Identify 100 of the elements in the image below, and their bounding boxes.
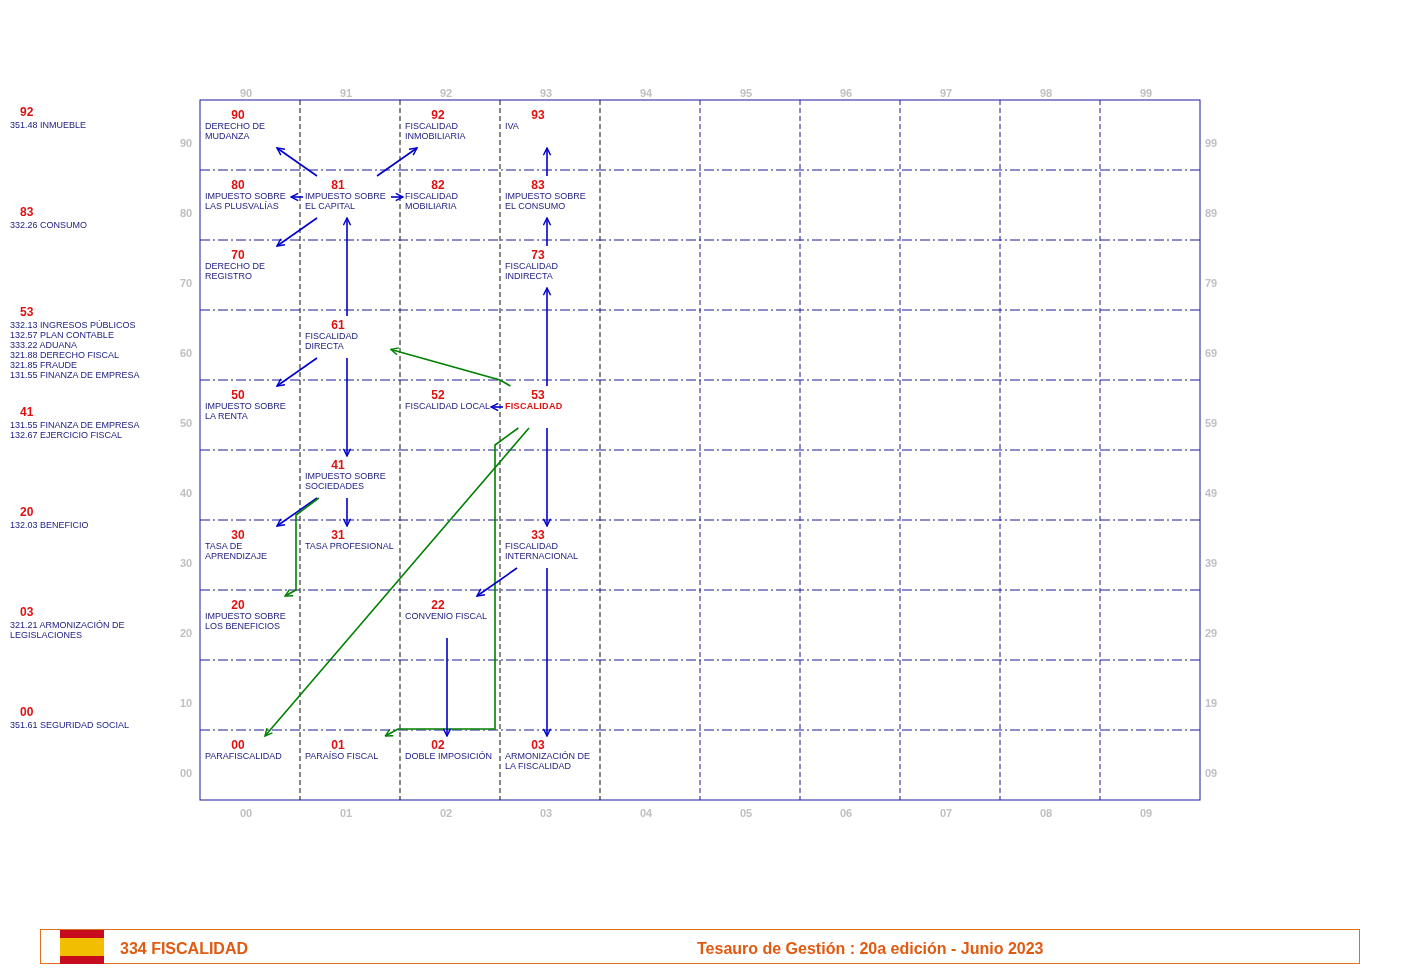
axis-number: 99 bbox=[1140, 87, 1153, 99]
axis-number: 09 bbox=[1205, 767, 1218, 779]
axis-number: 70 bbox=[180, 277, 193, 289]
term-number: 30 bbox=[230, 528, 246, 542]
arrow bbox=[476, 567, 518, 597]
axis-number: 89 bbox=[1205, 207, 1218, 219]
term-number: 53 bbox=[530, 388, 546, 402]
axis-number: 79 bbox=[1205, 277, 1218, 289]
arrow bbox=[276, 357, 318, 387]
axis-number: 30 bbox=[180, 557, 193, 569]
arrow bbox=[342, 217, 352, 317]
arrow bbox=[542, 217, 552, 247]
axis-number: 95 bbox=[740, 87, 753, 99]
axis-number: 01 bbox=[340, 807, 353, 819]
term-label: DERECHO DE REGISTRO bbox=[205, 261, 266, 281]
arrow bbox=[490, 402, 504, 412]
arrow bbox=[276, 217, 318, 247]
term-label: ARMONIZACIÓN DE LA FISCALIDAD bbox=[505, 751, 591, 771]
axis-number: 49 bbox=[1205, 487, 1218, 499]
term-label: CONVENIO FISCAL bbox=[405, 611, 488, 621]
axis-number: 59 bbox=[1205, 417, 1218, 429]
arrow bbox=[276, 497, 318, 527]
term-number: 03 bbox=[531, 738, 545, 752]
term-label: FISCALIDAD MOBILIARIA bbox=[405, 191, 459, 211]
axis-number: 39 bbox=[1205, 557, 1218, 569]
arrow bbox=[542, 147, 552, 177]
axis-number: 93 bbox=[540, 87, 553, 99]
axis-number: 02 bbox=[440, 807, 453, 819]
related-term: 333.22 ADUANA bbox=[10, 340, 79, 350]
axis-number: 03 bbox=[540, 807, 553, 819]
term-label: TASA DE APRENDIZAJE bbox=[205, 541, 268, 561]
axis-number: 07 bbox=[940, 807, 953, 819]
term-number: 01 bbox=[331, 738, 346, 752]
axis-number: 09 bbox=[1140, 807, 1153, 819]
term-label: IMPUESTO SOBRE EL CAPITAL bbox=[305, 191, 387, 211]
arrow bbox=[290, 192, 304, 202]
term-label: IMPUESTO SOBRE LA RENTA bbox=[205, 401, 287, 421]
arrow bbox=[542, 567, 552, 737]
arrow bbox=[542, 427, 552, 527]
axis-number: 96 bbox=[840, 87, 853, 99]
arrow bbox=[442, 637, 452, 737]
arrow bbox=[276, 147, 318, 177]
term-label: IVA bbox=[505, 121, 520, 131]
title: 334 FISCALIDAD bbox=[120, 940, 249, 958]
arrow bbox=[390, 192, 404, 202]
term-label: FISCALIDAD INMOBILIARIA bbox=[405, 121, 467, 141]
axis-number: 97 bbox=[940, 87, 953, 99]
term-number: 81 bbox=[330, 178, 346, 192]
axis-number: 99 bbox=[1205, 137, 1218, 149]
related-term: 132.03 BENEFICIO bbox=[10, 520, 90, 530]
axis-number: 19 bbox=[1205, 697, 1218, 709]
related-term: 351.61 SEGURIDAD SOCIAL bbox=[10, 720, 131, 730]
related-term: 132.57 PLAN CONTABLE bbox=[10, 330, 115, 340]
term-label: DOBLE IMPOSICIÓN bbox=[405, 751, 494, 761]
term-number: 22 bbox=[430, 598, 446, 612]
related-term: 321.88 DERECHO FISCAL bbox=[10, 350, 121, 360]
related-term: 131.55 FINANZA DE EMPRESA bbox=[10, 420, 141, 430]
term-label: DERECHO DE MUDANZA bbox=[205, 121, 266, 141]
term-label: PARAFISCALIDAD bbox=[205, 751, 283, 761]
term-label: FISCALIDAD INTERNACIONAL bbox=[505, 541, 579, 561]
related-term: 132.67 EJERCICIO FISCAL bbox=[10, 430, 124, 440]
term-label: IMPUESTO SOBRE SOCIEDADES bbox=[305, 471, 387, 491]
axis-number: 10 bbox=[180, 697, 193, 709]
term-number: 80 bbox=[230, 178, 246, 192]
related-code: 03 bbox=[20, 606, 34, 619]
axis-number: 92 bbox=[440, 87, 453, 99]
arrow bbox=[264, 427, 530, 737]
arrow bbox=[376, 147, 418, 177]
arrow bbox=[284, 497, 320, 597]
related-term: 321.21 ARMONIZACIÓN DE LEGISLACIONES bbox=[10, 620, 126, 640]
term-number: 50 bbox=[230, 388, 246, 402]
axis-number: 91 bbox=[340, 87, 353, 99]
axis-number: 98 bbox=[1040, 87, 1053, 99]
related-code: 53 bbox=[20, 306, 34, 319]
term-number: 41 bbox=[330, 458, 346, 472]
axis-number: 20 bbox=[180, 627, 193, 639]
arrow bbox=[384, 427, 520, 737]
arrow bbox=[342, 357, 352, 457]
axis-number: 00 bbox=[240, 807, 253, 819]
axis-number: 06 bbox=[840, 807, 853, 819]
term-number: 33 bbox=[530, 528, 546, 542]
term-label: FISCALIDAD bbox=[505, 401, 564, 411]
axis-number: 08 bbox=[1040, 807, 1053, 819]
term-number: 92 bbox=[430, 108, 446, 122]
related-term: 351.48 INMUEBLE bbox=[10, 120, 88, 130]
term-number: 20 bbox=[230, 598, 246, 612]
term-number: 31 bbox=[330, 528, 346, 542]
axis-number: 29 bbox=[1205, 627, 1218, 639]
related-term: 332.13 INGRESOS PÚBLICOS bbox=[10, 320, 137, 330]
related-code: 20 bbox=[20, 506, 34, 519]
caption: Tesauro de Gestión : 20a edición - Junio 2023 bbox=[697, 940, 1044, 958]
term-number: 73 bbox=[530, 248, 546, 262]
term-number: 70 bbox=[230, 248, 246, 262]
term-number: 02 bbox=[430, 738, 445, 752]
axis-number: 40 bbox=[180, 487, 193, 499]
term-label: IMPUESTO SOBRE LOS BENEFICIOS bbox=[205, 611, 287, 631]
arrow bbox=[542, 287, 552, 387]
term-number: 52 bbox=[430, 388, 446, 402]
axis-number: 60 bbox=[180, 347, 193, 359]
term-label: FISCALIDAD DIRECTA bbox=[305, 331, 359, 351]
